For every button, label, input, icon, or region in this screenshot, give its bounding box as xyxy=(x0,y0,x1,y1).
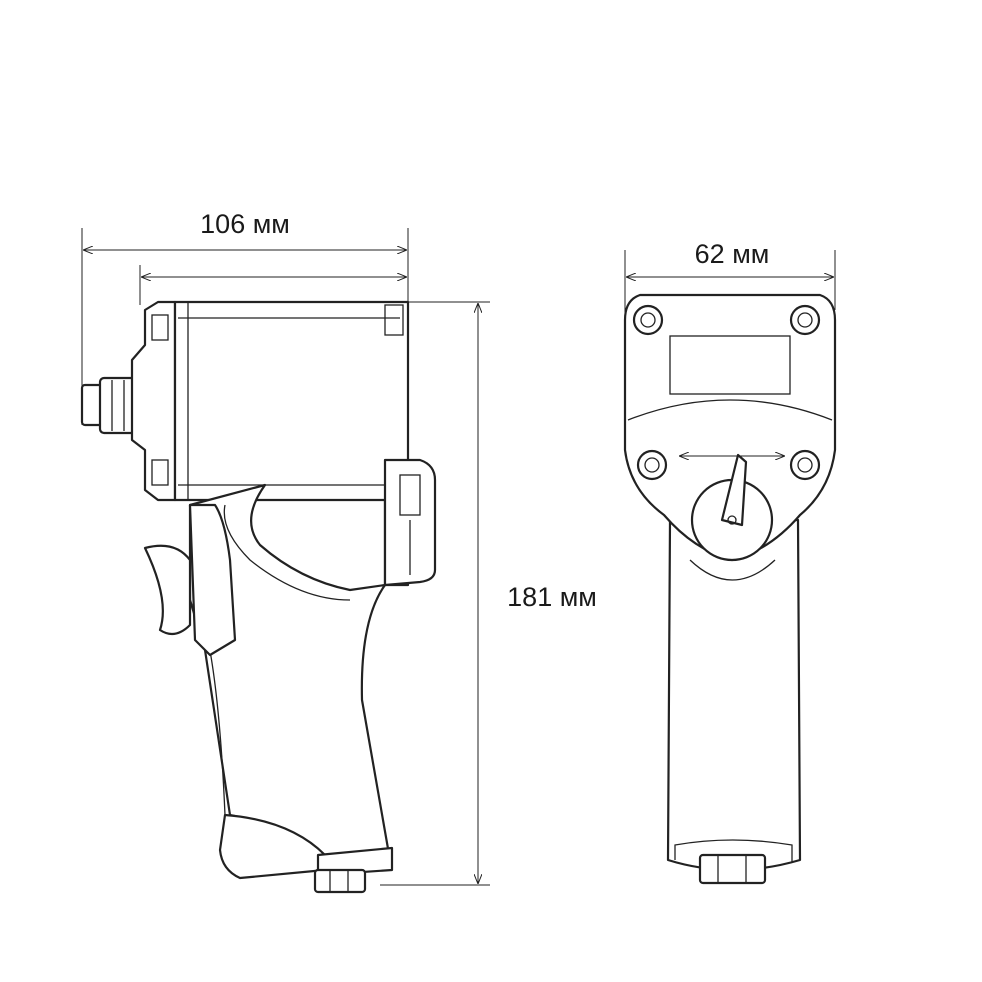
dimension-181: 181 мм xyxy=(380,301,597,886)
side-view xyxy=(80,300,437,894)
width-side-label: 106 мм xyxy=(200,209,290,239)
front-view xyxy=(623,293,837,885)
width-front-label: 62 мм xyxy=(695,239,770,269)
bolt-icons xyxy=(632,304,821,481)
height-label: 181 мм xyxy=(507,582,597,612)
dimension-62: 62 мм xyxy=(624,239,836,330)
dimension-106: 106 мм xyxy=(81,209,409,425)
